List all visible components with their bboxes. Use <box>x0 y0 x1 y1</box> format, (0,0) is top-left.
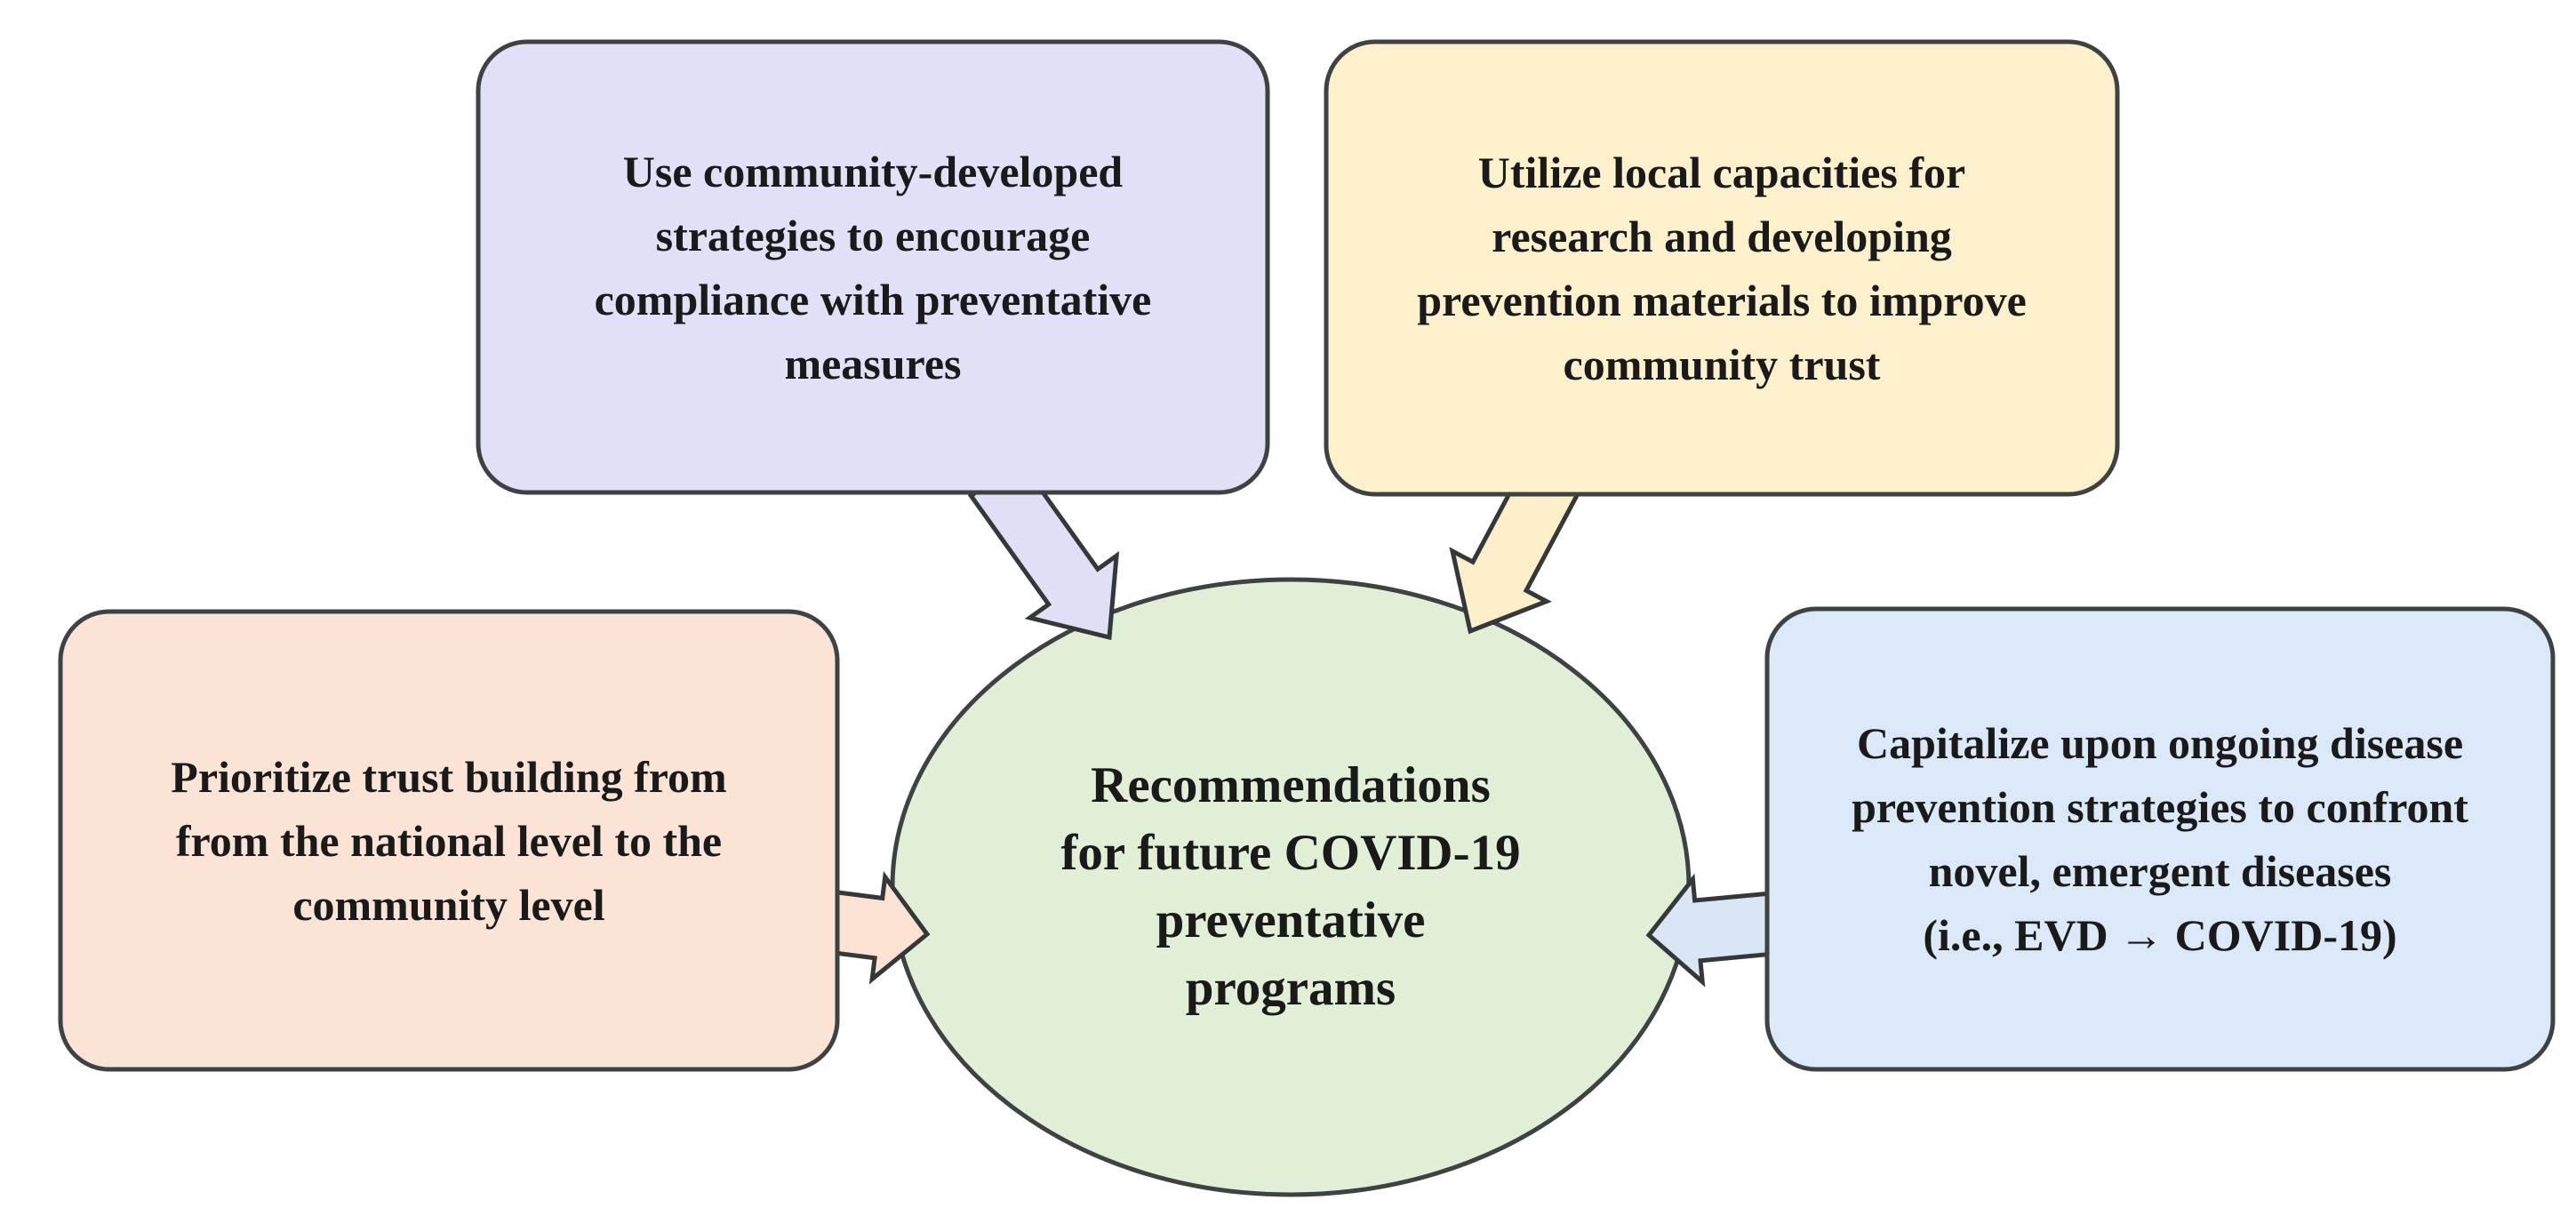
central-ellipse <box>890 577 1692 1197</box>
box-top-left <box>476 39 1270 495</box>
box-left <box>58 609 840 1072</box>
box-right <box>1764 606 2556 1072</box>
arrow-from-top-right-icon <box>1449 455 1585 635</box>
box-top-right <box>1324 39 2120 497</box>
